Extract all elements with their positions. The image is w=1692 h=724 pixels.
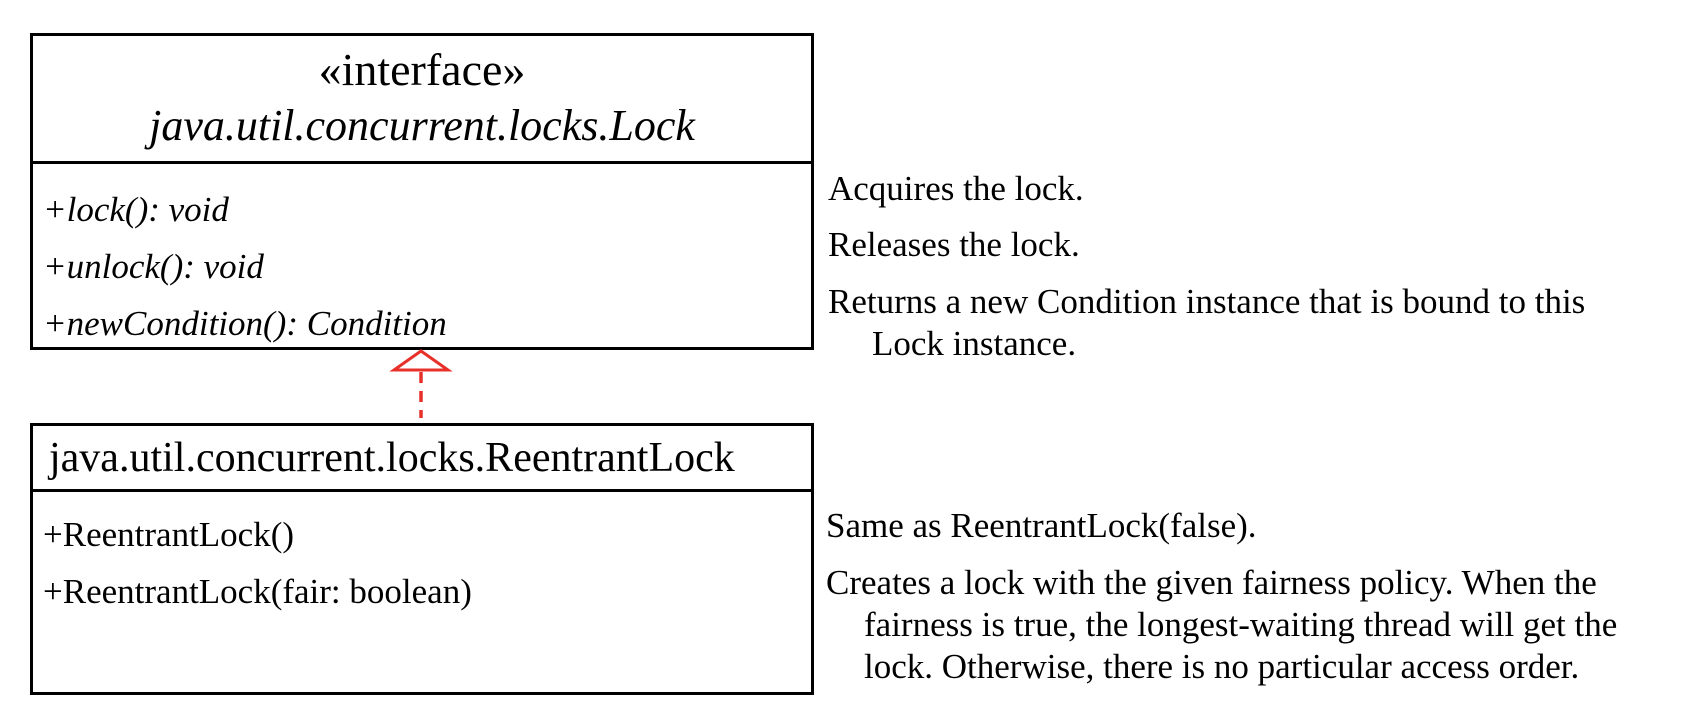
desc-constructor-fair-line2: fairness is true, the longest-waiting th… (864, 605, 1618, 644)
constructor-default: +ReentrantLock() (43, 515, 295, 554)
desc-new-condition: Returns a new Condition instance that is… (828, 281, 1585, 365)
desc-new-condition-line2: Lock instance. (872, 324, 1077, 363)
method-lock: +lock(): void (43, 190, 229, 229)
reentrant-lock-methods: +ReentrantLock() +ReentrantLock(fair: bo… (33, 492, 811, 620)
realization-arrowhead (389, 349, 453, 372)
reentrant-lock-header: java.util.concurrent.locks.ReentrantLock (33, 426, 811, 492)
desc-constructor-fair-line3: lock. Otherwise, there is no particular … (864, 647, 1580, 686)
lock-interface-name: java.util.concurrent.locks.Lock (149, 101, 695, 150)
method-unlock: +unlock(): void (43, 247, 264, 286)
interface-stereotype: «interface» (318, 44, 526, 95)
desc-constructor-default: Same as ReentrantLock(false). (826, 506, 1257, 545)
constructor-fair: +ReentrantLock(fair: boolean) (43, 572, 472, 611)
lock-interface-box: «interface» java.util.concurrent.locks.L… (30, 33, 814, 350)
method-new-condition: +newCondition(): Condition (43, 304, 447, 343)
lock-interface-header: «interface» java.util.concurrent.locks.L… (33, 36, 811, 164)
desc-new-condition-line1: Returns a new Condition instance that is… (828, 282, 1586, 321)
desc-constructor-fair: Creates a lock with the given fairness p… (826, 562, 1617, 688)
lock-interface-methods: +lock(): void +unlock(): void +newCondit… (33, 164, 811, 352)
desc-constructor-fair-line1: Creates a lock with the given fairness p… (826, 563, 1597, 602)
desc-lock: Acquires the lock. (828, 169, 1084, 208)
desc-unlock: Releases the lock. (828, 225, 1080, 264)
reentrant-lock-class-name: java.util.concurrent.locks.ReentrantLock (49, 435, 735, 481)
reentrant-lock-box: java.util.concurrent.locks.ReentrantLock… (30, 423, 814, 695)
